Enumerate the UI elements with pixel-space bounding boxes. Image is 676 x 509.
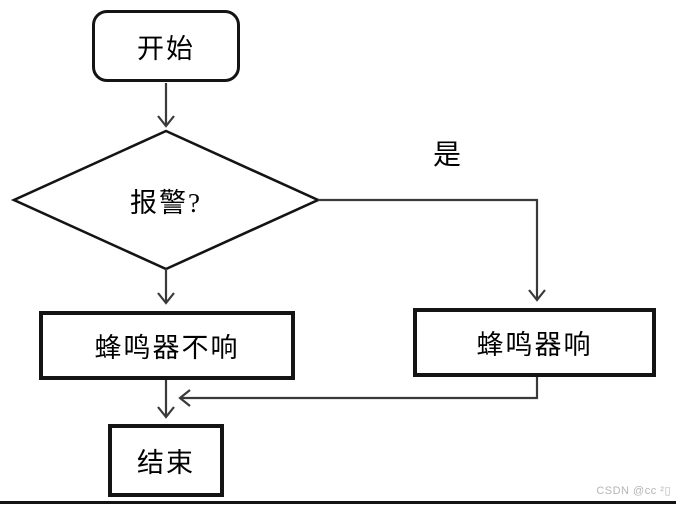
node-start-label: 开始: [137, 33, 195, 64]
node-decision: 报警?: [14, 131, 318, 269]
csdn-watermark-text: CSDN @cc ²▯: [596, 485, 671, 497]
bottom-divider-line: [0, 501, 676, 504]
edge-yes-action-to-merge: [178, 377, 539, 407]
node-buzzer-off-label: 蜂鸣器不响: [94, 333, 240, 363]
edge-decision-to-yes-action: [318, 198, 546, 302]
node-start: 开始: [92, 10, 240, 82]
node-buzzer-off: 蜂鸣器不响: [39, 311, 295, 380]
csdn-watermark: CSDN @cc ²▯: [596, 484, 671, 497]
node-buzzer-on: 蜂鸣器响: [413, 308, 656, 377]
node-end: 结束: [108, 424, 224, 497]
node-decision-label: 报警?: [130, 187, 202, 218]
edge-label-yes-text: 是: [432, 140, 461, 171]
node-buzzer-on-label: 蜂鸣器响: [476, 330, 593, 360]
node-end-label: 结束: [137, 448, 195, 478]
edge-label-yes: 是: [423, 133, 471, 173]
